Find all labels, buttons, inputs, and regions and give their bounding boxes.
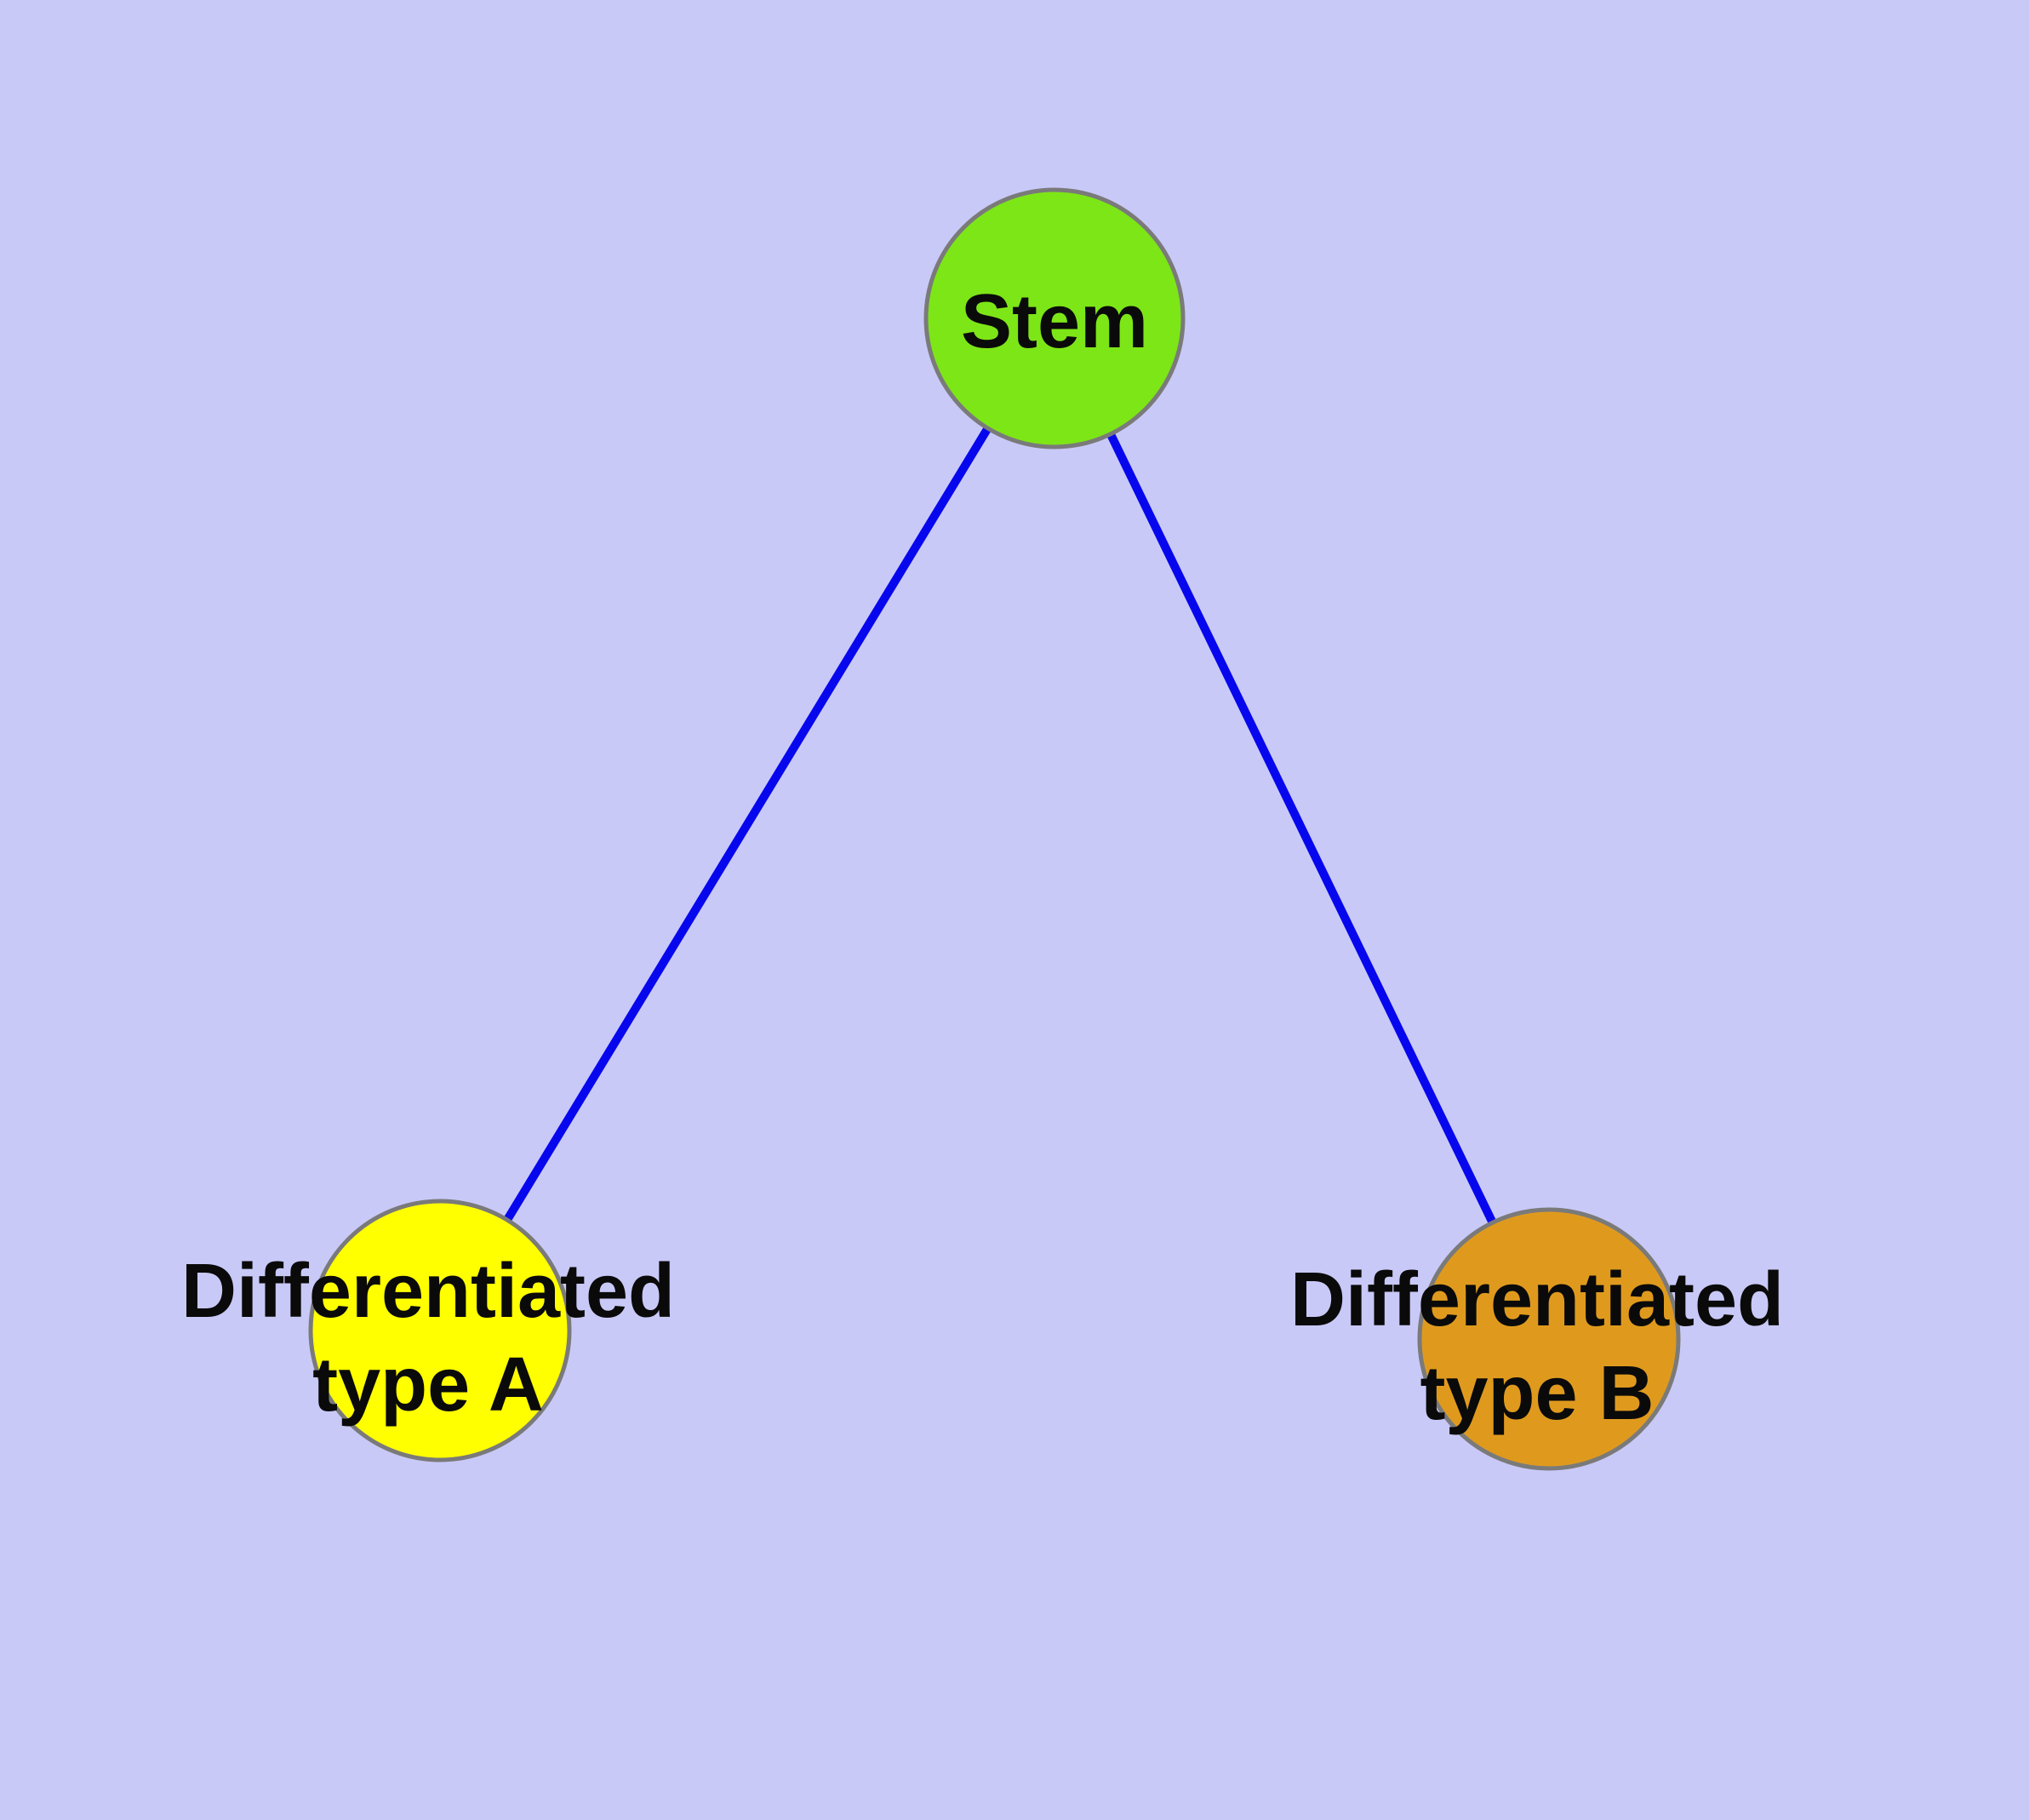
node-stem: Stem bbox=[923, 187, 1186, 449]
node-differentiated-type-a-label-line2: type A bbox=[312, 1342, 544, 1428]
node-differentiated-type-a: Differentiated type A bbox=[181, 1199, 675, 1462]
edge-stem-to-type-a bbox=[436, 316, 1059, 1333]
node-differentiated-type-a-circle bbox=[308, 1199, 572, 1462]
edge-stem-to-type-b bbox=[1050, 316, 1553, 1342]
node-differentiated-type-b-circle bbox=[1417, 1207, 1681, 1471]
node-differentiated-type-b-label-line1: Differentiated bbox=[1290, 1257, 1784, 1342]
node-stem-circle bbox=[923, 187, 1186, 449]
node-differentiated-type-a-label-line1: Differentiated bbox=[181, 1249, 675, 1334]
node-stem-label: Stem bbox=[961, 279, 1148, 364]
node-differentiated-type-b-label-line2: type B bbox=[1420, 1351, 1654, 1436]
node-differentiated-type-b: Differentiated type B bbox=[1290, 1207, 1784, 1471]
